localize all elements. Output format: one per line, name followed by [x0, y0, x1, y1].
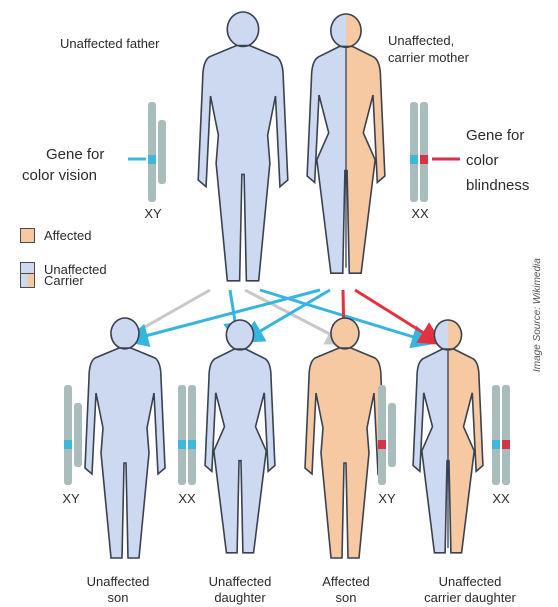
- child4-label-line2: carrier daughter: [410, 591, 530, 605]
- legend-swatch-carrier: [20, 273, 35, 288]
- gene-vision-label-line1: Gene for: [46, 145, 104, 165]
- arrow-mother-to-daughter4: [355, 290, 438, 342]
- mother-x1-chromosome: [410, 102, 418, 202]
- daughter4-x1-gene: [492, 440, 500, 449]
- legend-swatch-affected: [20, 228, 35, 243]
- gene-vision-label-line2: color vision: [22, 166, 97, 186]
- mother-x2-blind-gene: [420, 155, 428, 164]
- child3-label-line2: son: [306, 591, 386, 605]
- mother-label-line1: Unaffected,: [388, 33, 454, 49]
- son1-x-gene: [64, 440, 72, 449]
- daughter2-figure: [205, 320, 275, 553]
- mother-x2-chromosome: [420, 102, 428, 202]
- child2-label-line2: daughter: [200, 591, 280, 605]
- son3-x-gene: [378, 440, 386, 449]
- child2-label-line1: Unaffected: [200, 575, 280, 589]
- gene-blind-label-line2: color: [466, 151, 499, 171]
- daughter2-x1-gene: [178, 440, 186, 449]
- father-x-vision-gene: [148, 155, 156, 164]
- child3-karyotype-label: XY: [367, 491, 407, 506]
- son1-x-chromosome: [64, 385, 72, 485]
- father-x-chromosome: [148, 102, 156, 202]
- legend-label-affected: Affected: [44, 228, 91, 243]
- son1-figure: [85, 318, 165, 558]
- son1-y-chromosome: [74, 403, 82, 467]
- image-source-credit: Image Source: Wikimedia: [532, 258, 543, 372]
- mother-figure: [307, 14, 385, 273]
- daughter4-x2-chromosome: [502, 385, 510, 485]
- child4-karyotype-label: XX: [481, 491, 521, 506]
- mother-label-line2: carrier mother: [388, 50, 469, 66]
- gene-blind-label-line3: blindness: [466, 176, 529, 196]
- child4-label-line1: Unaffected: [410, 575, 530, 589]
- daughter4-x2-gene: [502, 440, 510, 449]
- father-label: Unaffected father: [60, 36, 160, 52]
- daughter4-x1-chromosome: [492, 385, 500, 485]
- mother-x1-vision-gene: [410, 155, 418, 164]
- child2-karyotype-label: XX: [167, 491, 207, 506]
- child1-label-line2: son: [78, 591, 158, 605]
- child3-label-line1: Affected: [306, 575, 386, 589]
- legend-label-carrier: Carrier: [44, 273, 84, 288]
- father-figure: [198, 12, 288, 281]
- father-y-chromosome: [158, 120, 166, 184]
- gene-blind-label-line1: Gene for: [466, 126, 524, 146]
- daughter4-figure: [413, 320, 483, 553]
- father-karyotype-label: XY: [133, 206, 173, 221]
- son3-figure: [305, 318, 385, 558]
- daughter2-x1-chromosome: [178, 385, 186, 485]
- child1-karyotype-label: XY: [51, 491, 91, 506]
- daughter2-x2-gene: [188, 440, 196, 449]
- son3-y-chromosome: [388, 403, 396, 467]
- son3-x-chromosome: [378, 385, 386, 485]
- mother-karyotype-label: XX: [400, 206, 440, 221]
- daughter2-x2-chromosome: [188, 385, 196, 485]
- child1-label-line1: Unaffected: [78, 575, 158, 589]
